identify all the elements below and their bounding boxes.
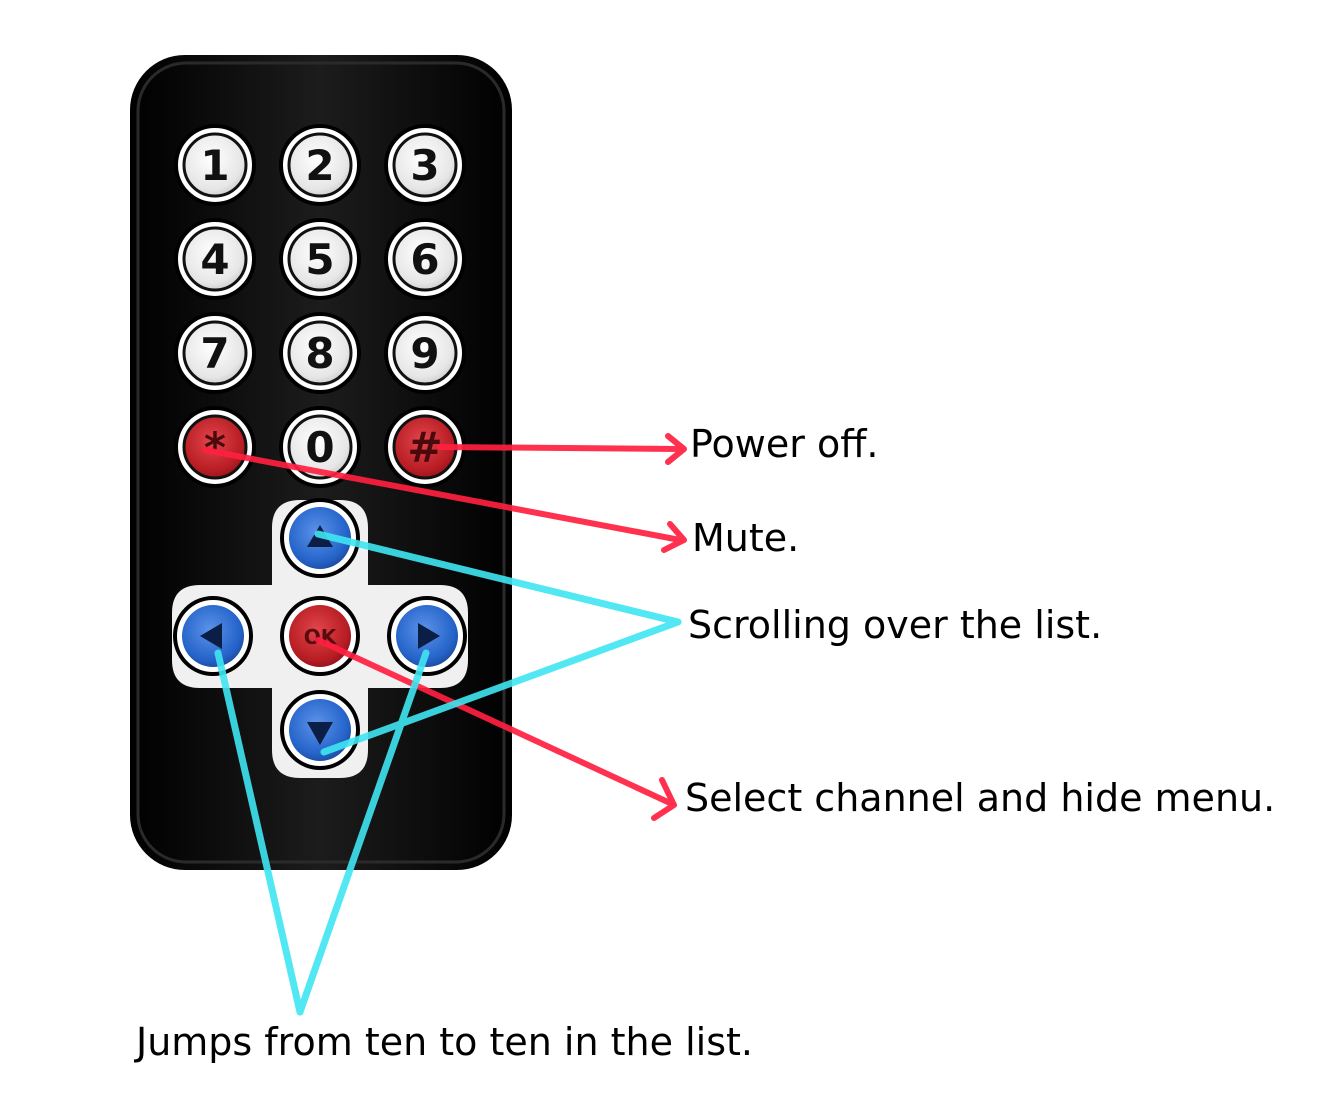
ok-button[interactable]: OK <box>280 596 360 676</box>
left-arrow-icon <box>200 623 222 649</box>
line-scroll-up <box>314 530 682 626</box>
key-star-button[interactable]: * <box>174 406 256 488</box>
key-5-label: 5 <box>305 235 334 284</box>
line-scroll-down <box>320 618 682 756</box>
arrow-select <box>315 637 673 806</box>
callout-scrolling: Scrolling over the list. <box>688 603 1103 647</box>
left-button[interactable] <box>173 596 253 676</box>
key-2-button[interactable]: 2 <box>279 124 361 206</box>
arrow-power-off-head <box>665 433 687 465</box>
line-jump-left <box>214 649 304 1016</box>
callout-mute: Mute. <box>692 516 800 560</box>
key-8-button[interactable]: 8 <box>279 312 361 394</box>
key-9-button[interactable]: 9 <box>384 312 466 394</box>
key-hash-label: # <box>407 423 442 472</box>
right-button[interactable] <box>387 596 467 676</box>
key-5-button[interactable]: 5 <box>279 218 361 300</box>
arrow-mute-head <box>661 521 687 553</box>
key-0-label: 0 <box>305 423 334 472</box>
callout-jumps: Jumps from ten to ten in the list. <box>136 1020 753 1064</box>
key-4-label: 4 <box>200 235 229 284</box>
red-arrows <box>202 433 687 821</box>
down-arrow-icon <box>307 722 333 745</box>
remote-body-bevel <box>136 61 506 864</box>
key-3-button[interactable]: 3 <box>384 124 466 206</box>
right-arrow-icon <box>418 623 440 649</box>
arrow-select-head <box>651 777 677 821</box>
key-2-label: 2 <box>305 141 334 190</box>
arrow-power-off <box>437 444 685 452</box>
cyan-lines <box>214 530 682 1016</box>
key-1-label: 1 <box>200 141 229 190</box>
callout-power-off: Power off. <box>690 422 879 466</box>
key-6-label: 6 <box>410 235 439 284</box>
key-9-label: 9 <box>410 329 439 378</box>
key-7-label: 7 <box>200 329 229 378</box>
key-8-label: 8 <box>305 329 334 378</box>
key-1-button[interactable]: 1 <box>174 124 256 206</box>
key-6-button[interactable]: 6 <box>384 218 466 300</box>
number-keypad: 1 2 3 4 5 6 7 8 9 * 0 # <box>174 124 466 488</box>
arrow-mute <box>202 447 683 543</box>
key-7-button[interactable]: 7 <box>174 312 256 394</box>
key-4-button[interactable]: 4 <box>174 218 256 300</box>
key-star-label: * <box>204 423 226 472</box>
down-button[interactable] <box>280 690 360 770</box>
line-jump-right <box>296 649 430 1016</box>
callout-select: Select channel and hide menu. <box>685 776 1276 820</box>
key-3-label: 3 <box>410 141 439 190</box>
